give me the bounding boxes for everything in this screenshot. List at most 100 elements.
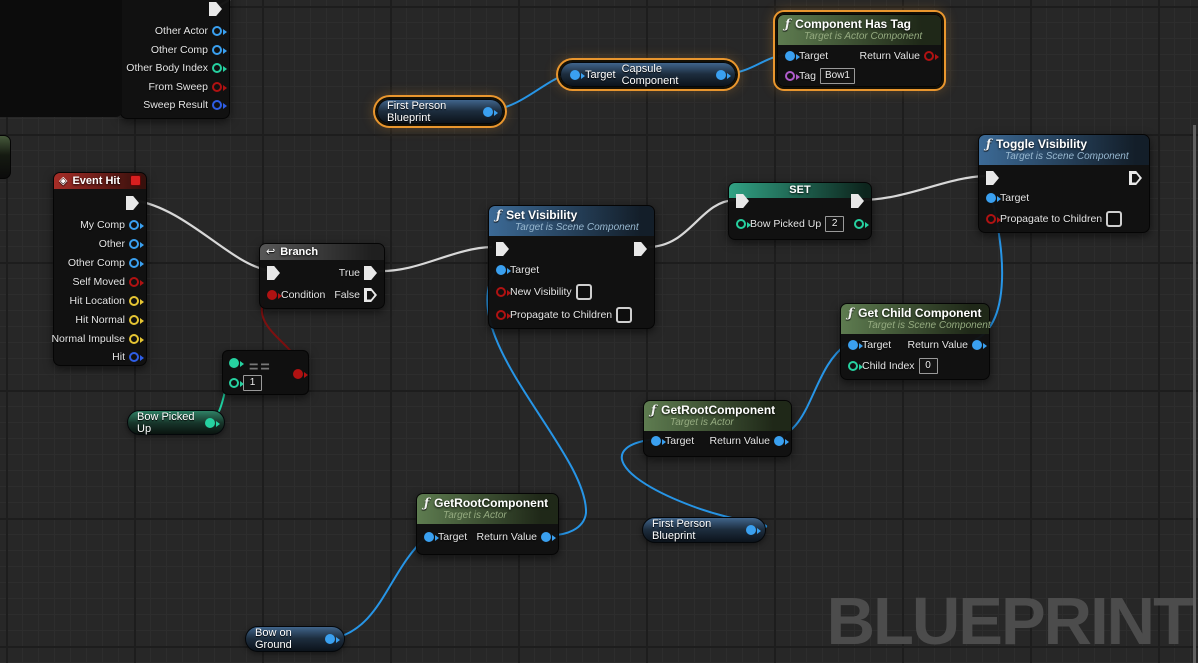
value-box[interactable]: 0 xyxy=(918,358,938,374)
pin-normal-impulse[interactable]: Normal Impulse xyxy=(51,332,144,346)
pin-target[interactable]: Target xyxy=(496,263,539,277)
pin-return-value[interactable]: Return Value xyxy=(709,434,789,448)
event-enabled-icon[interactable] xyxy=(130,175,141,186)
pin-hit[interactable]: Hit xyxy=(112,350,144,364)
pin-from-sweep[interactable]: From Sweep xyxy=(148,80,227,94)
pin-target[interactable]: Target xyxy=(785,49,828,63)
int-pin-icon xyxy=(212,63,227,73)
bool-pin-icon xyxy=(496,310,511,320)
pin-label: Return Value xyxy=(907,339,968,351)
exec-out-pin[interactable] xyxy=(1129,171,1142,185)
node-title: Event Hit xyxy=(72,174,121,187)
variable-label: Bow Picked Up xyxy=(137,410,195,435)
exec-out-pin[interactable] xyxy=(209,2,222,16)
node-event-hit[interactable]: ◈ Event Hit My Comp Other Other Comp Sel… xyxy=(51,172,147,366)
pin-target[interactable]: Target xyxy=(848,338,891,352)
event-icon: ◈ xyxy=(59,175,68,187)
node-get-capsule-component[interactable]: Target Capsule Component xyxy=(560,62,736,87)
pin-target[interactable]: Target xyxy=(651,434,694,448)
pin-return-value[interactable]: Return Value xyxy=(907,338,987,352)
node-get-bow-picked-up[interactable]: Bow Picked Up xyxy=(127,410,225,435)
node-partial-left-edge[interactable] xyxy=(0,135,11,179)
pin-other[interactable]: Other xyxy=(99,237,144,251)
equal-output-pin[interactable] xyxy=(293,367,308,381)
equal-input-a-pin[interactable] xyxy=(229,356,244,370)
bool-pin-icon xyxy=(924,51,939,61)
checkbox[interactable] xyxy=(575,284,592,300)
node-equal-integer[interactable]: == 1 xyxy=(222,350,309,395)
node-get-bow-on-ground[interactable]: Bow on Ground xyxy=(245,626,345,652)
pin-my-comp[interactable]: My Comp xyxy=(80,218,144,232)
checkbox[interactable] xyxy=(1106,211,1123,227)
pin-label: Other Body Index xyxy=(126,62,208,74)
pin-target[interactable]: Target xyxy=(424,530,467,544)
function-icon: ƒ xyxy=(986,137,992,151)
object-pin-icon xyxy=(483,106,498,117)
exec-out-pin[interactable] xyxy=(634,242,647,256)
vertical-scrollbar[interactable] xyxy=(1193,125,1196,663)
exec-in-pin[interactable] xyxy=(496,242,509,256)
node-get-first-person-blueprint-top[interactable]: First Person Blueprint xyxy=(377,99,503,124)
pin-other-comp[interactable]: Other Comp xyxy=(67,256,144,270)
pin-new-visibility[interactable]: New Visibility xyxy=(496,284,592,300)
pin-output-value[interactable] xyxy=(854,217,869,231)
exec-out-pin[interactable] xyxy=(126,196,139,210)
pin-propagate-to-children[interactable]: Propagate to Children xyxy=(986,211,1123,227)
pin-false[interactable]: False xyxy=(334,288,377,302)
pin-other-body-index[interactable]: Other Body Index xyxy=(126,61,227,75)
node-header: ◈ Event Hit xyxy=(54,173,146,189)
equal-input-b-pin[interactable]: 1 xyxy=(229,375,262,391)
variable-label: Bow on Ground xyxy=(255,627,292,651)
pin-condition[interactable]: Condition xyxy=(267,288,325,302)
function-icon: ƒ xyxy=(785,17,791,31)
node-header: SET xyxy=(729,183,871,198)
pin-label: Target xyxy=(862,339,892,351)
pin-other-actor[interactable]: Other Actor xyxy=(155,24,227,38)
value-box[interactable]: 2 xyxy=(825,216,845,232)
exec-in-pin[interactable] xyxy=(986,171,999,185)
exec-in-pin[interactable] xyxy=(736,194,749,208)
pin-target[interactable]: Target xyxy=(986,191,1029,205)
pin-return-value[interactable]: Return Value xyxy=(476,530,556,544)
pin-hit-normal[interactable]: Hit Normal xyxy=(75,313,144,327)
value-box[interactable]: Bow1 xyxy=(819,68,855,84)
pin-hit-location[interactable]: Hit Location xyxy=(70,294,144,308)
node-branch[interactable]: ↩ Branch True Condition False xyxy=(259,243,385,309)
pin-sweep-result[interactable]: Sweep Result xyxy=(143,98,227,112)
pin-return-value[interactable]: Return Value xyxy=(859,49,939,63)
function-icon: ƒ xyxy=(424,496,430,510)
node-get-first-person-blueprint-bottom[interactable]: First Person Blueprint xyxy=(642,517,766,543)
exec-in-pin[interactable] xyxy=(267,266,280,280)
node-hit-event-partial[interactable]: Other Actor Other Comp Other Body Index … xyxy=(120,0,230,119)
name-pin-icon xyxy=(785,71,800,81)
value-box[interactable]: 1 xyxy=(243,375,262,391)
exec-out-pin[interactable] xyxy=(851,194,864,208)
pin-true[interactable]: True xyxy=(339,266,377,280)
pin-other-comp[interactable]: Other Comp xyxy=(151,43,227,57)
pin-label: Other Comp xyxy=(67,257,125,269)
object-pin-icon xyxy=(774,436,789,446)
node-title: SET xyxy=(789,184,811,196)
pin-label: False xyxy=(334,289,360,301)
vector-pin-icon xyxy=(129,334,144,344)
variable-label: First Person Blueprint xyxy=(652,518,712,542)
checkbox[interactable] xyxy=(616,307,633,323)
pin-self-moved[interactable]: Self Moved xyxy=(72,275,144,289)
pin-propagate-to-children[interactable]: Propagate to Children xyxy=(496,307,633,323)
struct-pin-icon xyxy=(129,352,144,362)
pin-label: Bow Picked Up xyxy=(750,218,822,230)
